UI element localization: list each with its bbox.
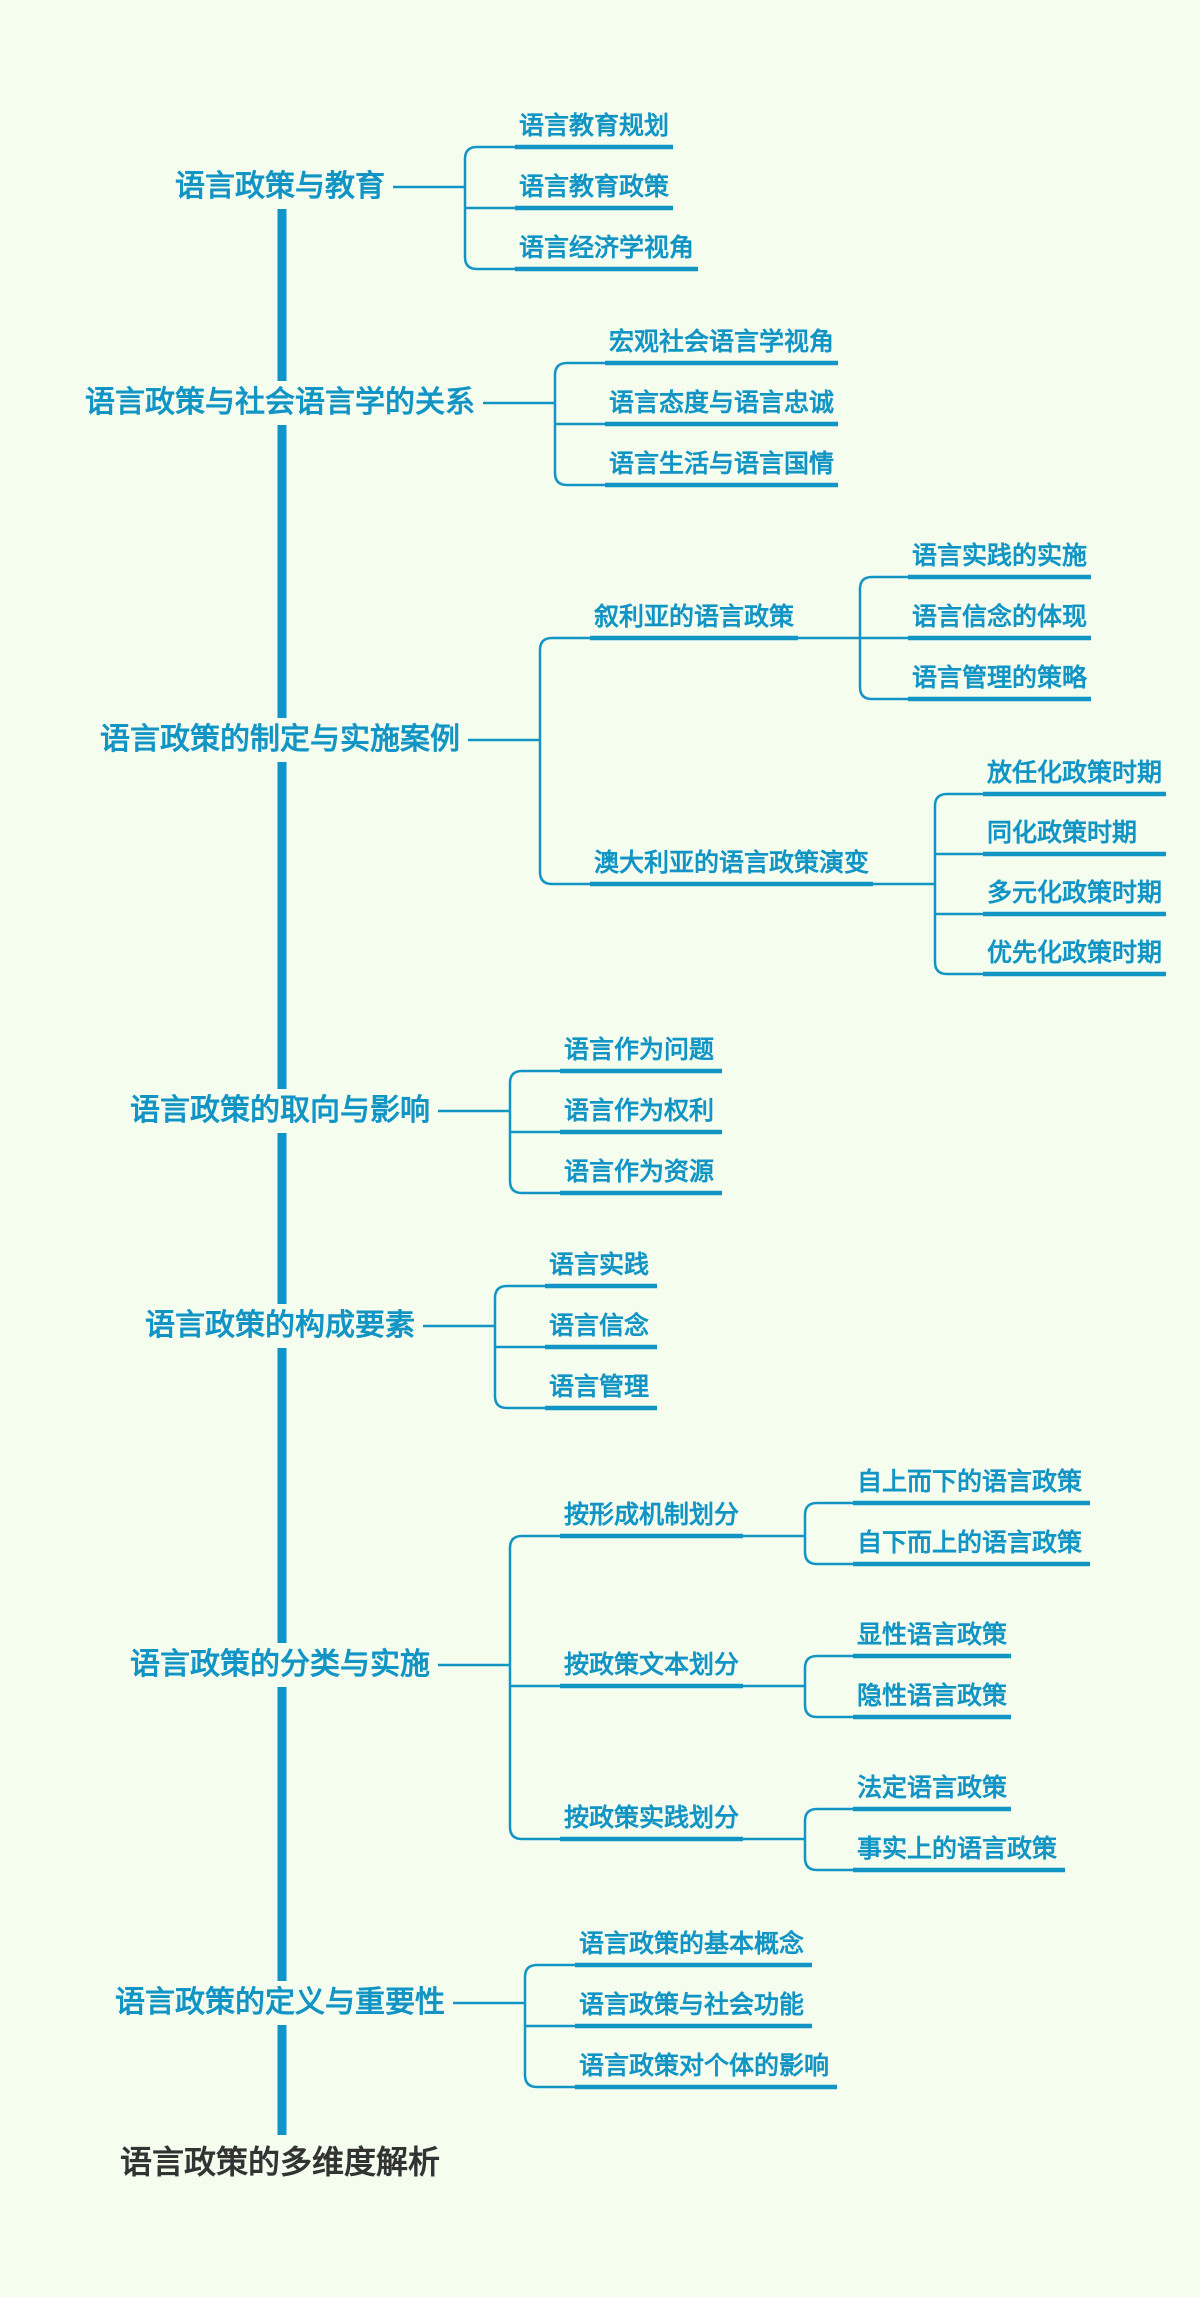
subtopic[interactable]: 语言实践的实施 — [912, 542, 1088, 570]
children-bracket — [803, 1807, 853, 1872]
main-topic-cases[interactable]: 语言政策的制定与实施案例 — [100, 723, 460, 756]
children-bracket — [803, 1654, 853, 1719]
subtopic[interactable]: 语言作为资源 — [564, 1158, 715, 1186]
subtopic[interactable]: 语言管理的策略 — [912, 664, 1088, 692]
subtopic[interactable]: 语言作为权利 — [564, 1097, 715, 1125]
subtopic[interactable]: 隐性语言政策 — [857, 1682, 1008, 1710]
subtopic[interactable]: 语言生活与语言国情 — [609, 450, 835, 478]
subtopic[interactable]: 语言政策对个体的影响 — [579, 2052, 830, 2080]
subtopic[interactable]: 语言教育规划 — [519, 112, 670, 140]
children-bracket — [508, 1534, 560, 1841]
subtopic[interactable]: 放任化政策时期 — [987, 759, 1163, 787]
subtopic[interactable]: 语言政策的基本概念 — [579, 1930, 805, 1958]
main-topic-classification[interactable]: 语言政策的分类与实施 — [130, 1648, 430, 1681]
children-bracket — [538, 636, 590, 886]
main-topic-components[interactable]: 语言政策的构成要素 — [145, 1309, 415, 1342]
main-topic-sociolinguistics[interactable]: 语言政策与社会语言学的关系 — [85, 386, 475, 419]
root-node[interactable]: 语言政策的多维度解析 — [119, 2144, 441, 2180]
subtopic[interactable]: 语言经济学视角 — [519, 234, 695, 262]
subtopic-by-practice[interactable]: 按政策实践划分 — [564, 1804, 740, 1832]
subtopic-by-text[interactable]: 按政策文本划分 — [564, 1651, 740, 1679]
subtopic[interactable]: 自下而上的语言政策 — [857, 1529, 1083, 1557]
subtopic[interactable]: 语言政策与社会功能 — [579, 1991, 805, 2019]
subtopic-by-mechanism[interactable]: 按形成机制划分 — [564, 1501, 740, 1529]
main-topic-definition[interactable]: 语言政策的定义与重要性 — [115, 1986, 445, 2019]
subtopic[interactable]: 语言实践 — [549, 1251, 650, 1279]
subtopic[interactable]: 多元化政策时期 — [987, 879, 1163, 907]
children-bracket — [803, 1501, 853, 1566]
subtopic[interactable]: 语言作为问题 — [564, 1036, 715, 1064]
main-topic-orientation[interactable]: 语言政策的取向与影响 — [130, 1094, 430, 1127]
subtopic[interactable]: 事实上的语言政策 — [857, 1835, 1058, 1863]
subtopic[interactable]: 法定语言政策 — [857, 1774, 1008, 1802]
subtopic-syria[interactable]: 叙利亚的语言政策 — [594, 603, 795, 631]
subtopic[interactable]: 语言教育政策 — [519, 173, 670, 201]
subtopic-australia[interactable]: 澳大利亚的语言政策演变 — [594, 849, 870, 877]
subtopic[interactable]: 宏观社会语言学视角 — [609, 328, 835, 356]
subtopic[interactable]: 显性语言政策 — [857, 1621, 1008, 1649]
subtopic[interactable]: 语言态度与语言忠诚 — [609, 389, 835, 417]
subtopic[interactable]: 语言管理 — [549, 1373, 650, 1401]
subtopic[interactable]: 语言信念的体现 — [912, 603, 1088, 631]
children-bracket — [933, 792, 983, 976]
subtopic[interactable]: 语言信念 — [549, 1312, 650, 1340]
subtopic[interactable]: 优先化政策时期 — [987, 939, 1163, 967]
main-topic-education[interactable]: 语言政策与教育 — [175, 170, 385, 203]
subtopic[interactable]: 同化政策时期 — [987, 819, 1138, 847]
subtopic[interactable]: 自上而下的语言政策 — [857, 1468, 1083, 1496]
